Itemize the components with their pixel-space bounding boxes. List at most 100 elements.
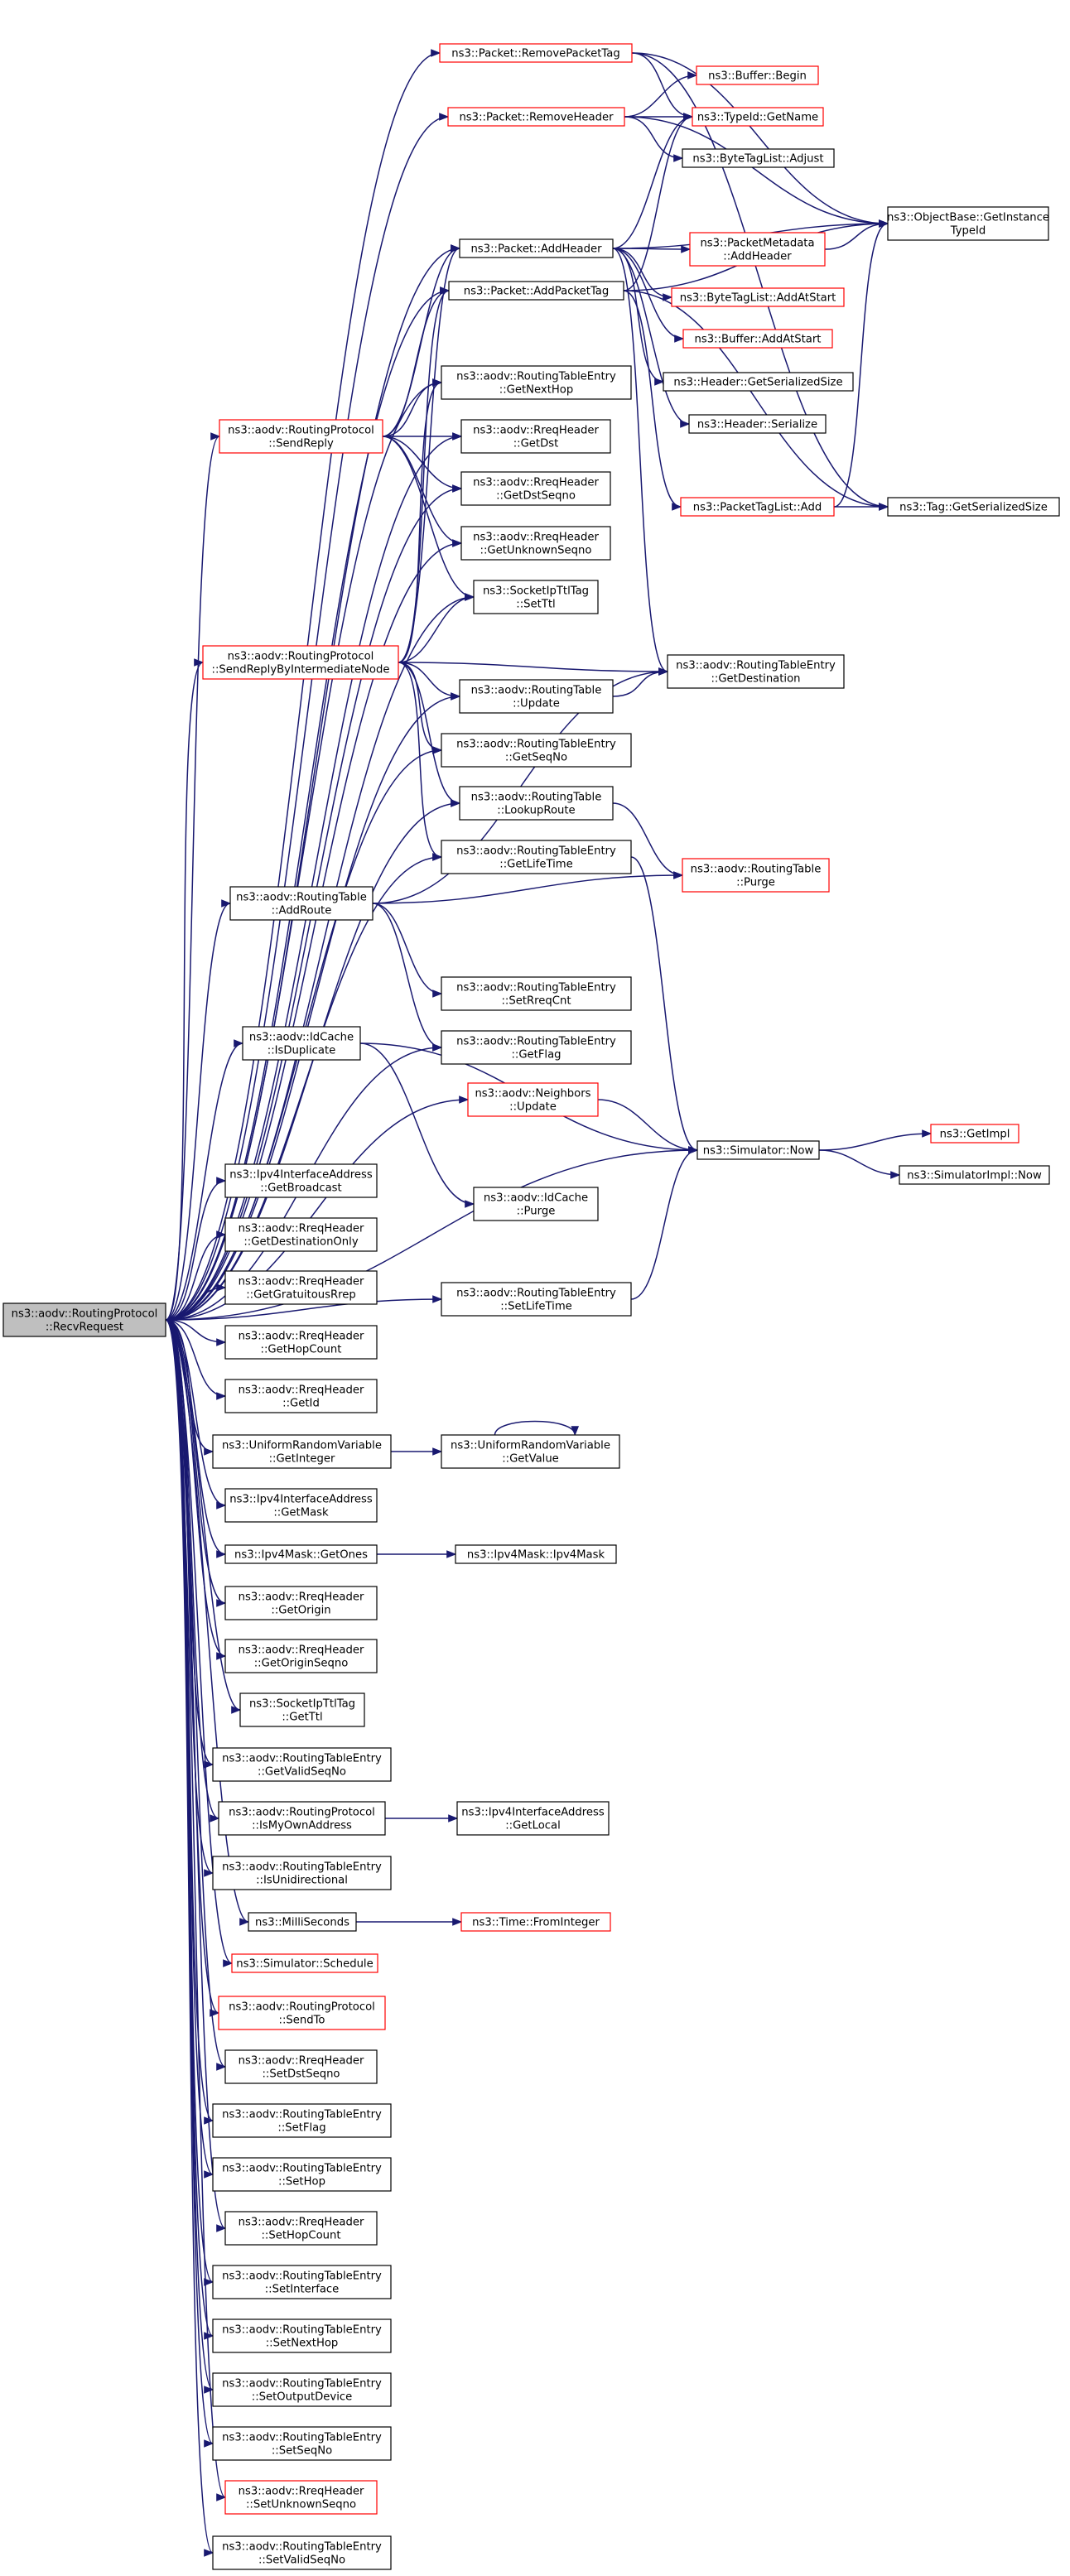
node-addHeader[interactable]: ns3::Packet::AddHeader xyxy=(459,238,614,258)
node-rteSetValidSeqNo[interactable]: ns3::aodv::RoutingTableEntry::SetValidSe… xyxy=(212,2535,392,2570)
node-byteTagListAdjust[interactable]: ns3::ByteTagList::Adjust xyxy=(682,148,835,168)
node-tagGetSerializedSize[interactable]: ns3::Tag::GetSerializedSize xyxy=(887,497,1060,517)
node-box xyxy=(218,1801,386,1836)
node-label: ns3::aodv::Neighbors xyxy=(475,1088,590,1100)
node-box xyxy=(441,976,632,1011)
node-rreqSetHopCount[interactable]: ns3::aodv::RreqHeader::SetHopCount xyxy=(224,2211,378,2246)
node-urvGetValue[interactable]: ns3::UniformRandomVariable::GetValue xyxy=(441,1434,620,1469)
node-label: ::GetHopCount xyxy=(261,1344,342,1356)
node-sendTo[interactable]: ns3::aodv::RoutingProtocol::SendTo xyxy=(218,1996,386,2030)
node-rteIsUnidirectional[interactable]: ns3::aodv::RoutingTableEntry::IsUnidirec… xyxy=(212,1856,392,1890)
node-rreqGetGratuitousRrep[interactable]: ns3::aodv::RreqHeader::GetGratuitousRrep xyxy=(224,1270,378,1305)
node-rreqGetDstSeqno[interactable]: ns3::aodv::RreqHeader::GetDstSeqno xyxy=(460,471,611,506)
node-socketIpTtlTagSetTtl[interactable]: ns3::SocketIpTtlTag::SetTtl xyxy=(473,580,599,614)
node-rtAddRoute[interactable]: ns3::aodv::RoutingTable::AddRoute xyxy=(229,886,374,921)
node-label: ::IsUnidirectional xyxy=(256,1875,348,1887)
node-rreqGetDst[interactable]: ns3::aodv::RreqHeader::GetDst xyxy=(460,419,611,454)
node-label: ::GetLocal xyxy=(505,1820,561,1832)
node-rteSetHop[interactable]: ns3::aodv::RoutingTableEntry::SetHop xyxy=(212,2157,392,2192)
node-removeHeader[interactable]: ns3::Packet::RemoveHeader xyxy=(447,107,625,127)
node-rteSetNextHop[interactable]: ns3::aodv::RoutingTableEntry::SetNextHop xyxy=(212,2318,392,2353)
node-box xyxy=(212,2426,392,2461)
node-rtPurge[interactable]: ns3::aodv::RoutingTable::Purge xyxy=(682,858,830,893)
node-ipv4MaskCtor[interactable]: ns3::Ipv4Mask::Ipv4Mask xyxy=(455,1544,617,1564)
node-idCachePurge[interactable]: ns3::aodv::IdCache::Purge xyxy=(473,1187,599,1221)
node-headerGetSerializedSize[interactable]: ns3::Header::GetSerializedSize xyxy=(663,372,854,392)
node-rteGetValidSeqNo[interactable]: ns3::aodv::RoutingTableEntry::GetValidSe… xyxy=(212,1747,392,1782)
node-label: ::GetDestination xyxy=(711,673,800,686)
node-removePacketTag[interactable]: ns3::Packet::RemovePacketTag xyxy=(439,43,633,63)
node-rteSetRreqCnt[interactable]: ns3::aodv::RoutingTableEntry::SetRreqCnt xyxy=(441,976,632,1011)
node-sendReplyByIntermediateNode[interactable]: ns3::aodv::RoutingProtocol::SendReplyByI… xyxy=(202,645,399,680)
node-label: ns3::aodv::RreqHeader xyxy=(239,1384,364,1397)
node-simulatorImplNow[interactable]: ns3::SimulatorImpl::Now xyxy=(899,1165,1050,1185)
node-rreqSetUnknownSeqno[interactable]: ns3::aodv::RreqHeader::SetUnknownSeqno xyxy=(224,2480,378,2515)
node-idCacheIsDuplicate[interactable]: ns3::aodv::IdCache::IsDuplicate xyxy=(242,1026,361,1061)
node-rreqGetDestinationOnly[interactable]: ns3::aodv::RreqHeader::GetDestinationOnl… xyxy=(224,1217,378,1252)
node-label: ::SetUnknownSeqno xyxy=(246,2499,356,2511)
node-packetMetadataAddHeader[interactable]: ns3::PacketMetadata::AddHeader xyxy=(689,232,826,267)
node-rreqSetDstSeqno[interactable]: ns3::aodv::RreqHeader::SetDstSeqno xyxy=(224,2049,378,2084)
node-neighborsUpdate[interactable]: ns3::aodv::Neighbors::Update xyxy=(467,1082,599,1117)
node-packetTagListAdd[interactable]: ns3::PacketTagList::Add xyxy=(680,497,835,517)
node-label: ns3::Time::FromInteger xyxy=(472,1917,600,1929)
node-getImpl[interactable]: ns3::GetImpl xyxy=(930,1124,1019,1144)
node-label: ::LookupRoute xyxy=(497,805,575,817)
node-typeIdGetName[interactable]: ns3::TypeId::GetName xyxy=(692,107,824,127)
node-rreqGetHopCount[interactable]: ns3::aodv::RreqHeader::GetHopCount xyxy=(224,1325,378,1360)
node-label: ns3::aodv::RoutingProtocol xyxy=(229,2001,375,2014)
node-rteGetLifeTime[interactable]: ns3::aodv::RoutingTableEntry::GetLifeTim… xyxy=(441,840,632,874)
edge-idCacheIsDuplicate-to-idCachePurge xyxy=(359,1042,475,1208)
node-rreqGetOrigin[interactable]: ns3::aodv::RreqHeader::GetOrigin xyxy=(224,1586,378,1620)
node-label: ::GetValidSeqNo xyxy=(258,1766,346,1779)
node-ipv4IfAddrGetBroadcast[interactable]: ns3::Ipv4InterfaceAddress::GetBroadcast xyxy=(224,1163,378,1198)
node-rteGetFlag[interactable]: ns3::aodv::RoutingTableEntry::GetFlag xyxy=(441,1030,632,1065)
node-box xyxy=(212,1434,392,1469)
node-ipv4IfAddrGetMask[interactable]: ns3::Ipv4InterfaceAddress::GetMask xyxy=(224,1488,378,1523)
node-box xyxy=(887,497,1060,517)
node-label: ns3::aodv::RreqHeader xyxy=(239,1223,364,1235)
node-label: ::GetDstSeqno xyxy=(496,490,576,503)
node-ipv4IfAddrGetLocal[interactable]: ns3::Ipv4InterfaceAddress::GetLocal xyxy=(456,1801,610,1836)
node-rteGetDestination[interactable]: ns3::aodv::RoutingTableEntry::GetDestina… xyxy=(667,654,845,689)
node-rtUpdate[interactable]: ns3::aodv::RoutingTable::Update xyxy=(459,679,614,714)
node-timeFromInteger[interactable]: ns3::Time::FromInteger xyxy=(460,1912,611,1932)
node-rteSetLifeTime[interactable]: ns3::aodv::RoutingTableEntry::SetLifeTim… xyxy=(441,1282,632,1317)
node-rreqGetOriginSeqno[interactable]: ns3::aodv::RreqHeader::GetOriginSeqno xyxy=(224,1639,378,1673)
node-rteSetFlag[interactable]: ns3::aodv::RoutingTableEntry::SetFlag xyxy=(212,2103,392,2138)
node-milliSeconds[interactable]: ns3::MilliSeconds xyxy=(248,1912,357,1932)
node-rteSetOutputDevice[interactable]: ns3::aodv::RoutingTableEntry::SetOutputD… xyxy=(212,2372,392,2407)
node-label: ns3::Ipv4Mask::Ipv4Mask xyxy=(467,1549,605,1562)
node-box xyxy=(899,1165,1050,1185)
node-rteSetInterface[interactable]: ns3::aodv::RoutingTableEntry::SetInterfa… xyxy=(212,2265,392,2299)
edge-root-to-rreqSetDstSeqno xyxy=(165,1319,227,2071)
node-box xyxy=(224,2480,378,2515)
node-sendReply[interactable]: ns3::aodv::RoutingProtocol::SendReply xyxy=(219,419,383,454)
node-label: ::SetFlag xyxy=(277,2122,325,2135)
node-box xyxy=(224,1163,378,1198)
node-byteTagListAddAtStart[interactable]: ns3::ByteTagList::AddAtStart xyxy=(671,287,845,307)
node-bufferAddAtStart[interactable]: ns3::Buffer::AddAtStart xyxy=(682,329,833,349)
node-rreqGetUnknownSeqno[interactable]: ns3::aodv::RreqHeader::GetUnknownSeqno xyxy=(460,526,611,561)
node-box xyxy=(460,526,611,561)
node-simulatorNow[interactable]: ns3::Simulator::Now xyxy=(696,1140,820,1160)
node-label: ::SetSeqNo xyxy=(272,2445,332,2458)
node-rreqGetId[interactable]: ns3::aodv::RreqHeader::GetId xyxy=(224,1379,378,1413)
node-rteGetNextHop[interactable]: ns3::aodv::RoutingTableEntry::GetNextHop xyxy=(441,365,632,400)
node-ipv4MaskGetOnes[interactable]: ns3::Ipv4Mask::GetOnes xyxy=(224,1544,378,1564)
node-bufferBegin[interactable]: ns3::Buffer::Begin xyxy=(696,65,819,85)
node-rteSetSeqNo[interactable]: ns3::aodv::RoutingTableEntry::SetSeqNo xyxy=(212,2426,392,2461)
node-rteGetSeqNo[interactable]: ns3::aodv::RoutingTableEntry::GetSeqNo xyxy=(441,733,632,768)
node-headerSerialize[interactable]: ns3::Header::Serialize xyxy=(688,414,827,434)
node-urvGetInteger[interactable]: ns3::UniformRandomVariable::GetInteger xyxy=(212,1434,392,1469)
node-simulatorSchedule[interactable]: ns3::Simulator::Schedule xyxy=(231,1953,378,1973)
node-addPacketTag[interactable]: ns3::Packet::AddPacketTag xyxy=(448,281,624,301)
node-socketIpTtlTagGetTtl[interactable]: ns3::SocketIpTtlTag::GetTtl xyxy=(239,1692,365,1727)
node-isMyOwnAddress[interactable]: ns3::aodv::RoutingProtocol::IsMyOwnAddre… xyxy=(218,1801,386,1836)
edge-sendReplyByIntermediateNode-to-socketIpTtlTagSetTtl xyxy=(398,593,475,663)
node-root[interactable]: ns3::aodv::RoutingProtocol::RecvRequest xyxy=(2,1302,166,1337)
node-rtLookupRoute[interactable]: ns3::aodv::RoutingTable::LookupRoute xyxy=(459,786,614,821)
node-label: ns3::GetImpl xyxy=(940,1129,1010,1141)
